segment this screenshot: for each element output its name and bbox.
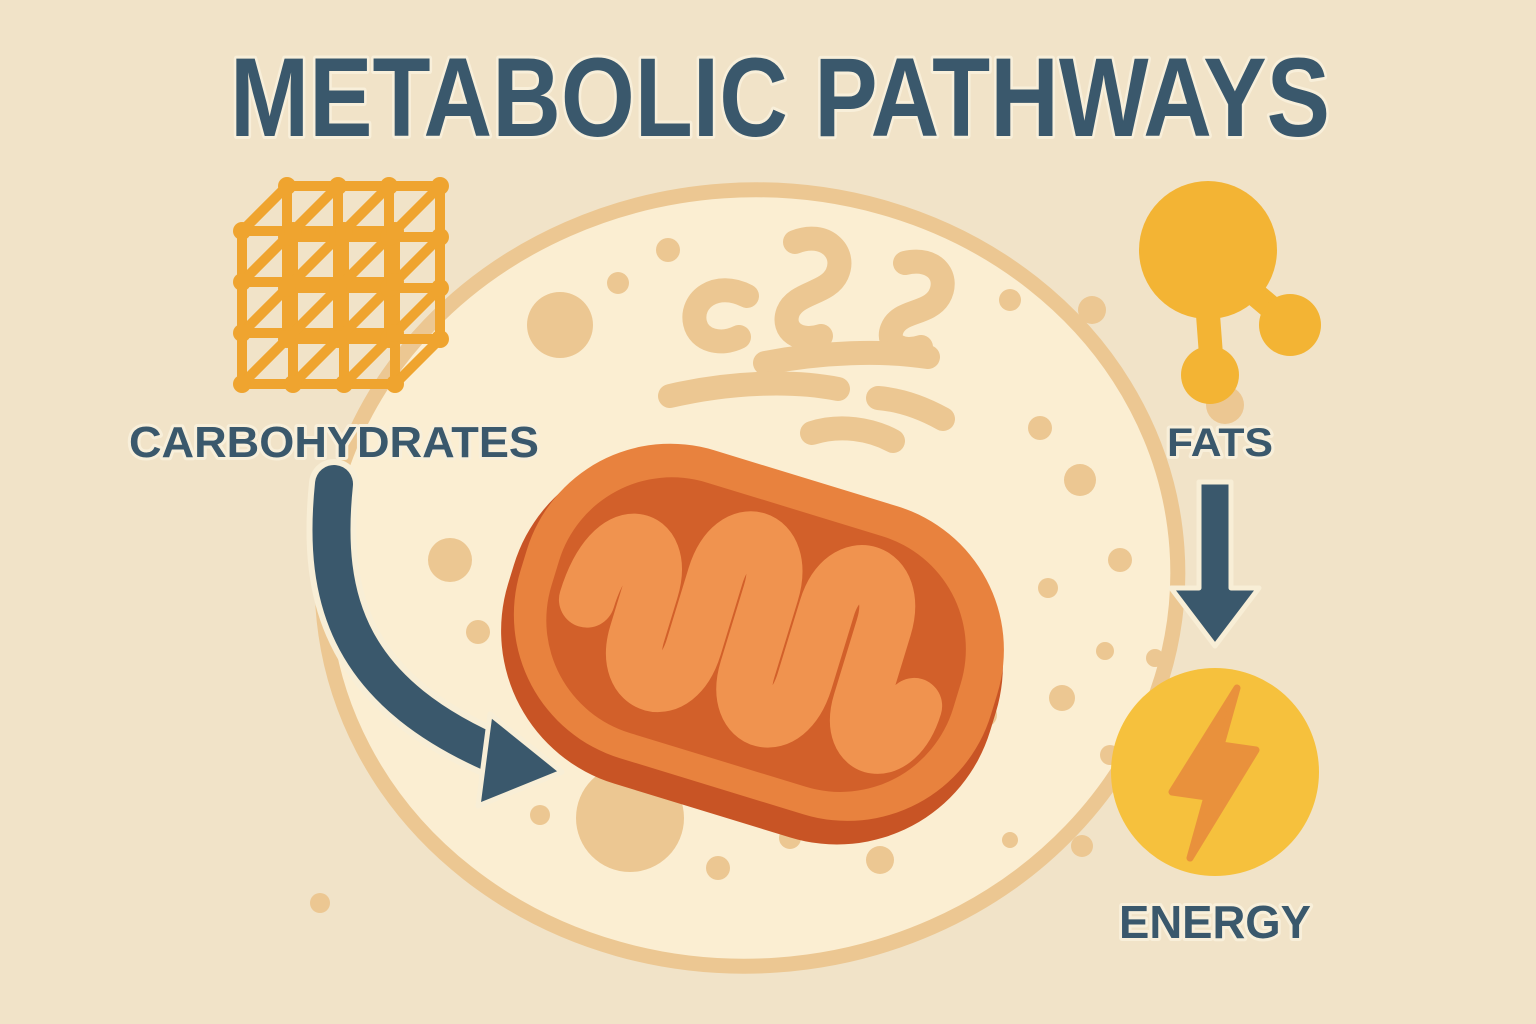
fat-molecule-icon <box>1139 181 1321 404</box>
mitochondrion-cristae <box>558 511 943 774</box>
fats-label: FATS <box>1167 421 1273 465</box>
mitochondrion-icon <box>501 443 1004 845</box>
energy-badge <box>1111 668 1319 876</box>
lattice-nodes <box>233 177 449 393</box>
page-title: METABOLIC PATHWAYS <box>230 35 1330 160</box>
molecule-small-atom-right <box>1259 294 1321 356</box>
lattice-cube-icon <box>233 177 449 393</box>
lattice-diagonals <box>237 181 445 389</box>
lattice-back-face <box>237 226 400 389</box>
carbohydrates-label: CARBOHYDRATES <box>129 418 539 467</box>
molecule-small-atom-bottom <box>1181 346 1239 404</box>
down-arrow-icon <box>1168 479 1262 649</box>
energy-label: ENERGY <box>1119 896 1311 948</box>
lightning-bolt-icon <box>1168 684 1260 862</box>
curved-arrow-icon <box>306 459 565 809</box>
er-squiggles-icon <box>658 226 955 453</box>
lattice-front-face <box>282 181 445 344</box>
molecule-large-atom <box>1139 181 1277 319</box>
